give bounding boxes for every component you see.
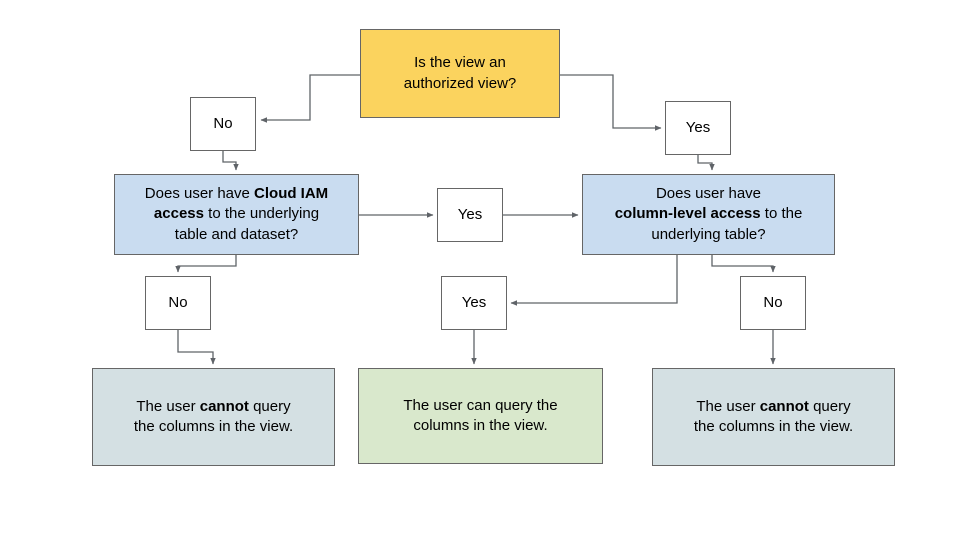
edge-column-to-no xyxy=(711,255,776,273)
node-label: No xyxy=(763,293,783,311)
edge-yes-to-column xyxy=(697,155,715,171)
node-column-yes: Yes xyxy=(441,276,507,330)
edge-start-to-no xyxy=(260,74,360,123)
edge-no-to-iam xyxy=(222,151,239,171)
node-label: No xyxy=(213,114,233,132)
node-iam-no: No xyxy=(145,276,211,330)
edge-column-to-yes xyxy=(510,255,678,306)
node-label: Yes xyxy=(461,293,487,311)
node-column-no: No xyxy=(740,276,806,330)
node-start-no: No xyxy=(190,97,256,151)
node-label: No xyxy=(168,293,188,311)
node-start-yes: Yes xyxy=(665,101,731,155)
edge-no-to-denied-left xyxy=(177,330,216,365)
node-iam-yes: Yes xyxy=(437,188,503,242)
edge-start-to-yes xyxy=(560,74,662,131)
node-label: Yes xyxy=(457,205,483,223)
node-label: Yes xyxy=(685,118,711,136)
edge-iam-to-no xyxy=(175,255,237,273)
